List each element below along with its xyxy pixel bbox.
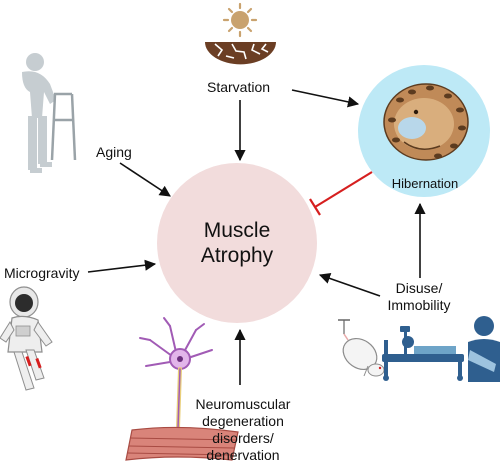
- center-line-2: Atrophy: [200, 244, 274, 267]
- disuse-line-2: Immobility: [387, 297, 451, 313]
- astronaut-icon: [0, 286, 53, 391]
- muscle-fiber-icon: [125, 426, 239, 461]
- hibernating-squirrel-icon: [383, 83, 469, 161]
- center-line-1: Muscle: [203, 219, 271, 242]
- muscle-atrophy-label: Muscle Atrophy: [162, 218, 312, 268]
- cracked-earth-icon: [205, 42, 276, 65]
- elderly-with-walker-icon: [22, 53, 56, 173]
- arrow-disuse-to-atrophy: [318, 273, 381, 297]
- arrow-aging-to-atrophy: [119, 162, 171, 197]
- hospital-bed-icon: [382, 326, 464, 381]
- hibernation-label: Hibernation: [391, 176, 459, 191]
- neuro-line-4: denervation: [206, 447, 280, 463]
- inhibition-hibernation-to-atrophy: [309, 171, 373, 216]
- suspended-mouse-icon: [338, 319, 385, 377]
- arrow-starvation-to-hibernation: [291, 89, 360, 108]
- arrow-microgravity-to-atrophy: [87, 259, 157, 273]
- neuron-icon: [139, 317, 213, 430]
- neuro-line-2: degeneration: [202, 413, 284, 429]
- neuromuscular-label: Neuromuscular degeneration disorders/ de…: [178, 396, 308, 464]
- microgravity-label: Microgravity: [4, 265, 80, 281]
- walker-frame: [50, 92, 77, 161]
- aging-label: Aging: [96, 144, 132, 160]
- arm-sling-person-icon: [468, 316, 500, 382]
- muscle-atrophy-circle: [157, 163, 317, 323]
- neuro-line-3: disorders/: [212, 430, 274, 446]
- sun-icon: [222, 2, 258, 38]
- disuse-line-1: Disuse/: [395, 280, 443, 296]
- neuro-line-1: Neuromuscular: [195, 396, 291, 412]
- starvation-label: Starvation: [207, 79, 271, 95]
- disuse-immobility-label: Disuse/ Immobility: [374, 280, 464, 314]
